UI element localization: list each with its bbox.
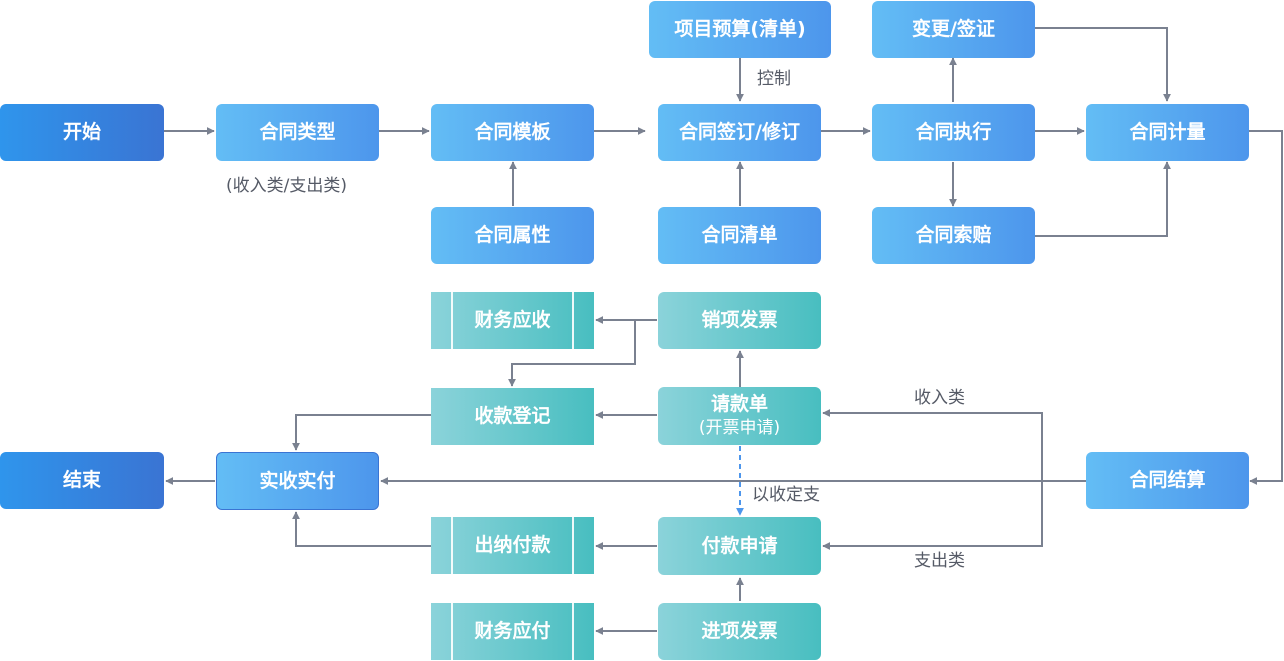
label-control: 控制 <box>757 69 791 89</box>
node-payment-application[interactable]: 付款申请 <box>658 517 821 575</box>
node-start[interactable]: 开始 <box>0 104 164 161</box>
node-contract-template[interactable]: 合同模板 <box>431 104 594 161</box>
node-cashier-payment[interactable]: 出纳付款 <box>431 517 594 574</box>
node-purchase-invoice[interactable]: 进项发票 <box>658 603 821 660</box>
node-contract-settlement[interactable]: 合同结算 <box>1086 452 1249 509</box>
edge-change-to-measure <box>1035 27 1171 102</box>
payment-request-title: 请款单 <box>710 393 768 416</box>
node-contract-attribute[interactable]: 合同属性 <box>431 207 594 264</box>
edge-cashier-to-actual <box>292 511 431 547</box>
node-contract-list[interactable]: 合同清单 <box>658 207 821 264</box>
edge-claim-to-measure <box>1035 161 1171 237</box>
node-contract-type[interactable]: 合同类型 <box>216 104 379 161</box>
node-contract-sign[interactable]: 合同签订/修订 <box>658 104 821 161</box>
node-change-visa[interactable]: 变更/签证 <box>872 1 1035 58</box>
node-sales-invoice[interactable]: 销项发票 <box>658 292 821 349</box>
edge-register-to-actual <box>292 414 431 451</box>
node-payment-request[interactable]: 请款单 (开票申请) <box>658 387 821 445</box>
node-contract-measure[interactable]: 合同计量 <box>1086 104 1249 161</box>
label-expense-type: 支出类 <box>914 551 965 571</box>
edge-settlement-expense-to-application <box>822 481 1043 550</box>
node-receipt-register[interactable]: 收款登记 <box>431 388 594 445</box>
node-contract-claim[interactable]: 合同索赔 <box>872 207 1035 264</box>
label-type-note: (收入类/支出类) <box>226 176 347 196</box>
node-contract-execution[interactable]: 合同执行 <box>872 104 1035 161</box>
edge-measure-to-settlement <box>1249 130 1283 485</box>
node-actual-receipt-payment[interactable]: 实收实付 <box>216 452 379 510</box>
payment-request-subtitle: (开票申请) <box>698 418 781 439</box>
label-income-type: 收入类 <box>914 388 965 408</box>
node-end[interactable]: 结束 <box>0 452 164 509</box>
edge-sales-invoice-to-register <box>508 320 636 387</box>
node-project-budget[interactable]: 项目预算(清单) <box>649 1 831 58</box>
edge-settlement-income-to-request <box>822 409 1086 482</box>
node-finance-receivable[interactable]: 财务应收 <box>431 292 594 349</box>
node-finance-payable[interactable]: 财务应付 <box>431 603 594 660</box>
label-receipt-determines-payment: 以收定支 <box>752 485 820 505</box>
